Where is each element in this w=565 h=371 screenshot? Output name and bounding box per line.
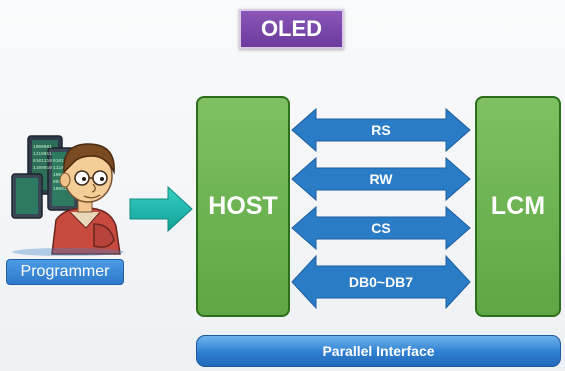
input-arrow: [129, 185, 193, 233]
svg-text:10001: 10001: [53, 186, 67, 192]
svg-text:0101110: 0101110: [33, 158, 52, 164]
host-block: HOST: [196, 96, 290, 317]
db-label: DB0~DB7: [348, 274, 414, 290]
lcm-block: LCM: [475, 96, 561, 317]
svg-text:1100010: 1100010: [33, 165, 52, 171]
programmer-label: Programmer: [6, 259, 124, 285]
cs-double-arrow: [291, 205, 471, 251]
title-badge: OLED: [239, 9, 344, 49]
parallel-interface-bar: Parallel Interface: [196, 335, 561, 367]
rs-double-arrow: [291, 107, 471, 153]
rw-double-arrow: [291, 156, 471, 202]
db-double-arrow: [291, 254, 471, 310]
svg-text:1110011: 1110011: [33, 151, 52, 157]
cs-label: CS: [371, 220, 391, 236]
svg-text:01011: 01011: [53, 158, 67, 164]
svg-text:1000001: 1000001: [33, 144, 52, 150]
programmer-illustration: 1000001 1110011 0101110 1100010 01011 11…: [11, 135, 124, 256]
rs-label: RS: [371, 122, 391, 138]
rw-label: RW: [369, 171, 393, 187]
svg-text:10011: 10011: [53, 172, 67, 178]
svg-text:11101: 11101: [53, 165, 67, 171]
